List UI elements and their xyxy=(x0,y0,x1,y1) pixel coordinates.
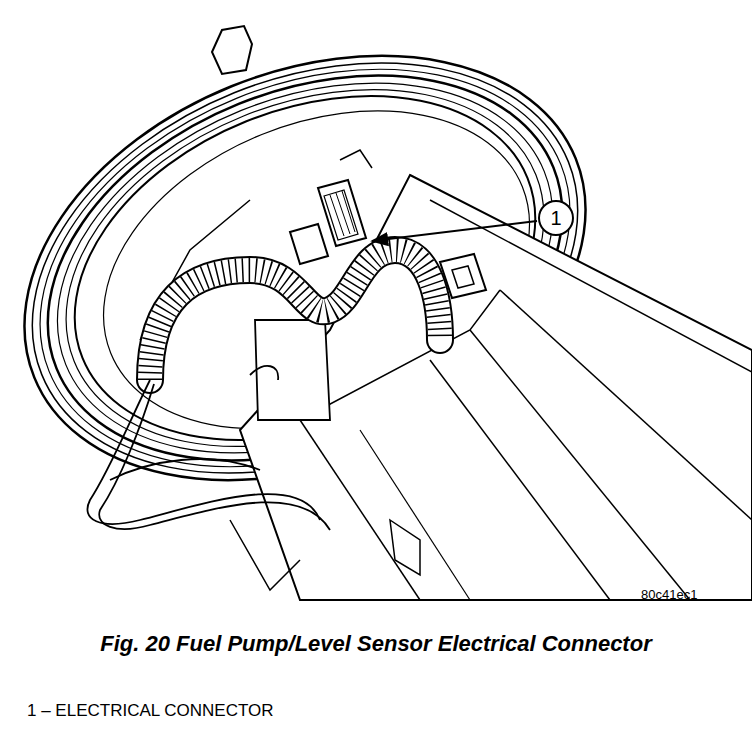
callout-number: 1 xyxy=(550,207,561,230)
leader-line xyxy=(372,221,537,241)
pump-post xyxy=(255,320,330,420)
pump-body xyxy=(230,175,752,600)
legend-key: 1 – ELECTRICAL CONNECTOR xyxy=(27,701,274,721)
electrical-connector xyxy=(290,180,366,264)
wires xyxy=(87,366,330,530)
callout-circle xyxy=(539,201,573,235)
flange-tab xyxy=(212,26,252,74)
wire-harness xyxy=(150,250,440,380)
figure-code: 80c41ec1 xyxy=(641,588,697,603)
figure-caption: Fig. 20 Fuel Pump/Level Sensor Electrica… xyxy=(96,628,656,660)
